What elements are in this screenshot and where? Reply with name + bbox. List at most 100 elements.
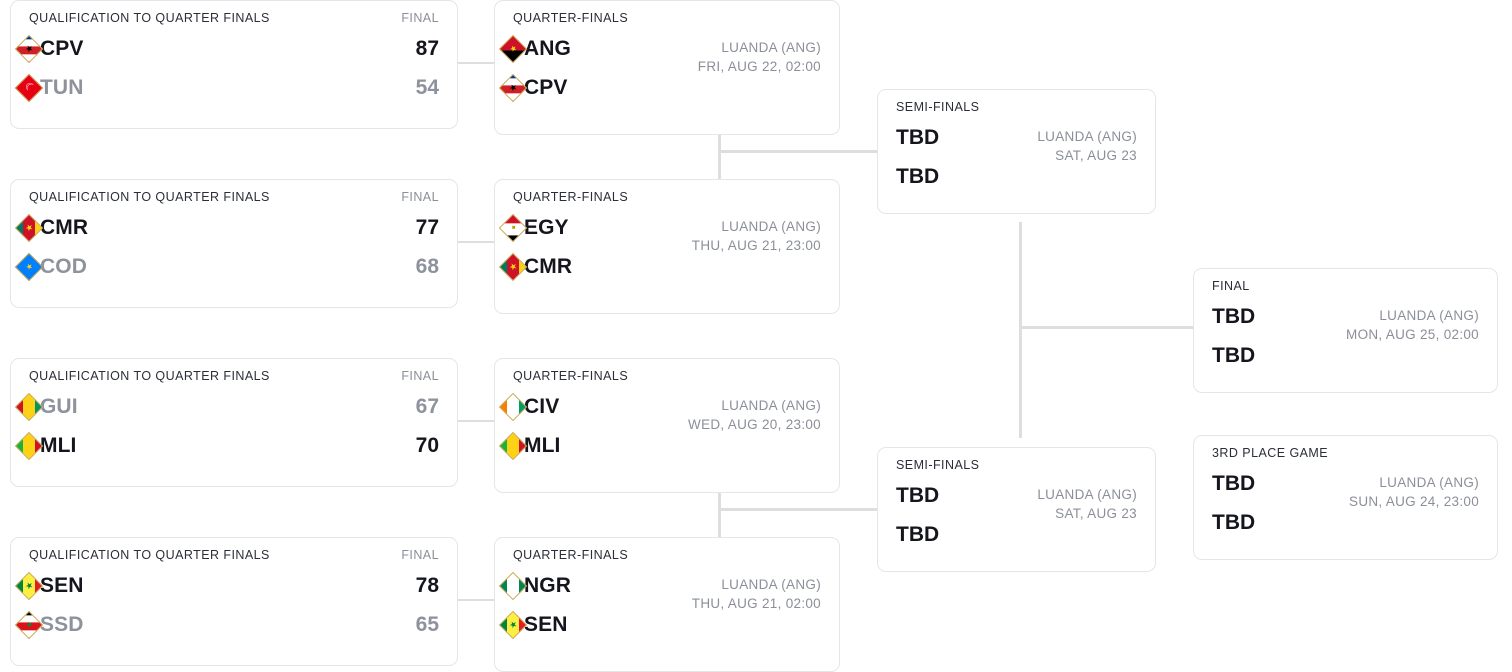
- card-body: TBD TBD LUANDA (ANG) SUN, AUG 24, 23:00: [1212, 464, 1479, 542]
- team-score: 54: [415, 75, 439, 99]
- match-venue: LUANDA (ANG): [721, 219, 821, 234]
- qualification-card-4[interactable]: QUALIFICATION TO QUARTER FINALS FINAL ★ …: [10, 537, 458, 666]
- team-abbr: SSD: [40, 612, 84, 636]
- match-meta: LUANDA (ANG) WED, AUG 20, 23:00: [688, 387, 821, 434]
- team-row[interactable]: ★ CMR 77: [14, 208, 439, 247]
- qualification-card-3[interactable]: QUALIFICATION TO QUARTER FINALS FINAL GU…: [10, 358, 458, 487]
- match-venue: LUANDA (ANG): [721, 398, 821, 413]
- match-datetime: FRI, AUG 22, 02:00: [697, 59, 821, 74]
- card-header: SEMI-FINALS: [896, 458, 1137, 472]
- team-abbr: MLI: [524, 433, 561, 457]
- quarter-final-card-3[interactable]: QUARTER-FINALS CIV MLI LUANDA (ANG) WED,…: [494, 358, 840, 493]
- team-row[interactable]: ★ CPV 87: [14, 29, 439, 68]
- match-datetime: THU, AUG 21, 23:00: [691, 238, 821, 253]
- match-meta: LUANDA (ANG) FRI, AUG 22, 02:00: [698, 29, 821, 76]
- card-header: QUARTER-FINALS: [513, 369, 821, 383]
- final-score-label: FINAL: [401, 369, 439, 383]
- team-row[interactable]: TBD: [1212, 464, 1255, 503]
- match-venue: LUANDA (ANG): [1037, 487, 1137, 502]
- team-rows: TBD TBD: [1212, 464, 1255, 542]
- team-row[interactable]: ☾ TUN 54: [14, 68, 439, 107]
- team-abbr: NGR: [524, 573, 571, 597]
- team-score: 67: [415, 394, 439, 418]
- team-rows: ★ CPV 87 ☾ TUN 54: [14, 29, 439, 107]
- card-body: TBD TBD LUANDA (ANG) MON, AUG 25, 02:00: [1212, 297, 1479, 375]
- team-row[interactable]: NGR: [498, 566, 571, 605]
- team-row[interactable]: TBD: [896, 476, 939, 515]
- team-abbr: TBD: [896, 125, 940, 149]
- team-row[interactable]: ✦ EGY: [498, 208, 572, 247]
- team-row[interactable]: ★ COD 68: [14, 247, 439, 286]
- team-abbr: TUN: [40, 75, 84, 99]
- team-abbr: MLI: [40, 433, 77, 457]
- card-header: QUARTER-FINALS: [513, 11, 821, 25]
- qualification-card-2[interactable]: QUALIFICATION TO QUARTER FINALS FINAL ★ …: [10, 179, 458, 308]
- card-title: FINAL: [1212, 279, 1250, 293]
- team-score: 87: [415, 36, 439, 60]
- team-row[interactable]: TBD: [1212, 503, 1255, 542]
- team-abbr: COD: [40, 254, 87, 278]
- connector-qf-sf-vertical-top: [718, 134, 721, 182]
- quarter-final-card-1[interactable]: QUARTER-FINALS ★ ANG ★ CPV LUANDA (ANG) …: [494, 0, 840, 135]
- match-datetime: WED, AUG 20, 23:00: [688, 417, 821, 432]
- team-row[interactable]: GUI 67: [14, 387, 439, 426]
- team-row[interactable]: TBD: [896, 157, 939, 196]
- qualification-card-1[interactable]: QUALIFICATION TO QUARTER FINALS FINAL ★ …: [10, 0, 458, 129]
- team-row[interactable]: TBD: [896, 515, 939, 554]
- team-row[interactable]: ★ SSD 65: [14, 605, 439, 644]
- final-score-label: FINAL: [401, 548, 439, 562]
- match-datetime: THU, AUG 21, 02:00: [691, 596, 821, 611]
- team-rows: CIV MLI: [498, 387, 561, 465]
- team-score: 77: [415, 215, 439, 239]
- connector-qual-qf-1: [458, 62, 494, 64]
- card-body: ✦ EGY ★ CMR LUANDA (ANG) THU, AUG 21, 23…: [498, 208, 821, 286]
- team-row[interactable]: MLI 70: [14, 426, 439, 465]
- card-header: QUALIFICATION TO QUARTER FINALS FINAL: [29, 11, 439, 25]
- team-score: 78: [415, 573, 439, 597]
- team-abbr: EGY: [524, 215, 569, 239]
- connector-qual-qf-3: [458, 420, 494, 422]
- team-abbr: CPV: [40, 36, 84, 60]
- team-row[interactable]: MLI: [498, 426, 561, 465]
- card-title: QUARTER-FINALS: [513, 190, 629, 204]
- final-card[interactable]: FINAL TBD TBD LUANDA (ANG) MON, AUG 25, …: [1193, 268, 1498, 393]
- team-abbr: TBD: [1212, 510, 1256, 534]
- team-abbr: TBD: [1212, 343, 1256, 367]
- team-row[interactable]: ★ SEN 78: [14, 566, 439, 605]
- semi-final-card-1[interactable]: SEMI-FINALS TBD TBD LUANDA (ANG) SAT, AU…: [877, 89, 1156, 214]
- card-body: TBD TBD LUANDA (ANG) SAT, AUG 23: [896, 118, 1137, 196]
- third-place-card[interactable]: 3RD PLACE GAME TBD TBD LUANDA (ANG) SUN,…: [1193, 435, 1498, 560]
- team-rows: TBD TBD: [896, 476, 939, 554]
- team-abbr: SEN: [40, 573, 84, 597]
- team-row[interactable]: TBD: [1212, 297, 1255, 336]
- card-title: 3RD PLACE GAME: [1212, 446, 1329, 460]
- card-body: ★ ANG ★ CPV LUANDA (ANG) FRI, AUG 22, 02…: [498, 29, 821, 107]
- semi-final-card-2[interactable]: SEMI-FINALS TBD TBD LUANDA (ANG) SAT, AU…: [877, 447, 1156, 572]
- card-title: QUARTER-FINALS: [513, 548, 629, 562]
- match-datetime: MON, AUG 25, 02:00: [1346, 327, 1479, 342]
- team-abbr: GUI: [40, 394, 78, 418]
- team-row[interactable]: ★ CPV: [498, 68, 571, 107]
- card-header: QUALIFICATION TO QUARTER FINALS FINAL: [29, 548, 439, 562]
- card-header: QUALIFICATION TO QUARTER FINALS FINAL: [29, 190, 439, 204]
- team-rows: NGR ★ SEN: [498, 566, 571, 644]
- final-score-label: FINAL: [401, 190, 439, 204]
- team-rows: TBD TBD: [1212, 297, 1255, 375]
- team-row[interactable]: TBD: [896, 118, 939, 157]
- quarter-final-card-4[interactable]: QUARTER-FINALS NGR ★ SEN LUANDA (ANG) TH…: [494, 537, 840, 672]
- team-abbr: TBD: [896, 483, 940, 507]
- team-row[interactable]: ★ SEN: [498, 605, 571, 644]
- team-abbr: CMR: [40, 215, 89, 239]
- team-row[interactable]: ★ ANG: [498, 29, 571, 68]
- match-meta: LUANDA (ANG) SAT, AUG 23: [1037, 476, 1137, 523]
- card-title: SEMI-FINALS: [896, 458, 980, 472]
- match-datetime: SUN, AUG 24, 23:00: [1349, 494, 1479, 509]
- team-row[interactable]: ★ CMR: [498, 247, 572, 286]
- team-row[interactable]: TBD: [1212, 336, 1255, 375]
- card-title: QUARTER-FINALS: [513, 369, 629, 383]
- team-row[interactable]: CIV: [498, 387, 560, 426]
- team-score: 70: [415, 433, 439, 457]
- team-score: 68: [415, 254, 439, 278]
- quarter-final-card-2[interactable]: QUARTER-FINALS ✦ EGY ★ CMR LUANDA (ANG) …: [494, 179, 840, 314]
- card-title: QUALIFICATION TO QUARTER FINALS: [29, 190, 270, 204]
